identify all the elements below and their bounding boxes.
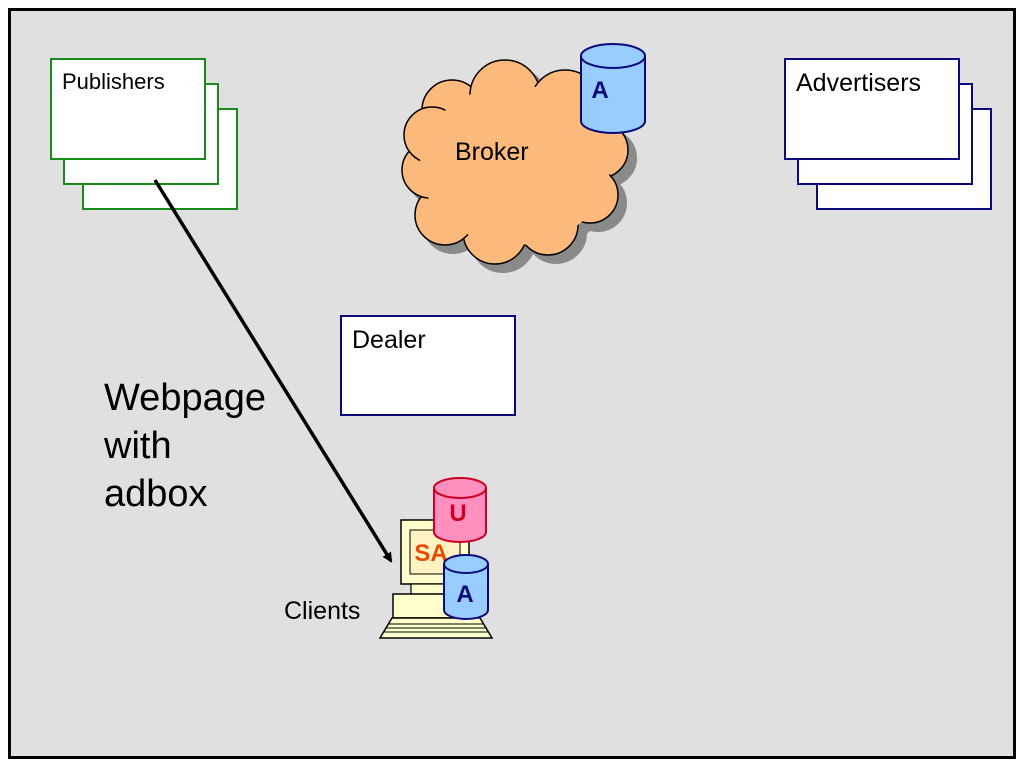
- client-agent-label: SA: [414, 540, 447, 567]
- advertisers-label: Advertisers: [796, 69, 921, 97]
- publishers-to-clients-arrow: [153, 179, 393, 563]
- broker-database-icon: A: [580, 43, 646, 134]
- broker-label: Broker: [455, 138, 529, 166]
- client-ad-database-icon: A: [443, 554, 489, 620]
- edge-label-webpage-with-adbox: Webpage with adbox: [103, 377, 266, 515]
- publishers-label: Publishers: [62, 69, 165, 94]
- edge-label-line1: Webpage: [104, 377, 266, 419]
- client-ad-db-label: A: [456, 581, 473, 608]
- client-user-db-label: U: [449, 500, 466, 527]
- edge-label-line2: with: [103, 425, 172, 467]
- advertisers-node: Advertisers: [784, 58, 992, 210]
- publishers-node: Publishers: [50, 58, 238, 210]
- broker-db-label: A: [591, 77, 608, 104]
- clients-label: Clients: [284, 597, 360, 625]
- dealer-label: Dealer: [352, 326, 426, 354]
- edge-label-line3: adbox: [104, 473, 208, 515]
- dealer-node: Dealer: [340, 315, 516, 416]
- client-user-database-icon: U: [433, 477, 487, 543]
